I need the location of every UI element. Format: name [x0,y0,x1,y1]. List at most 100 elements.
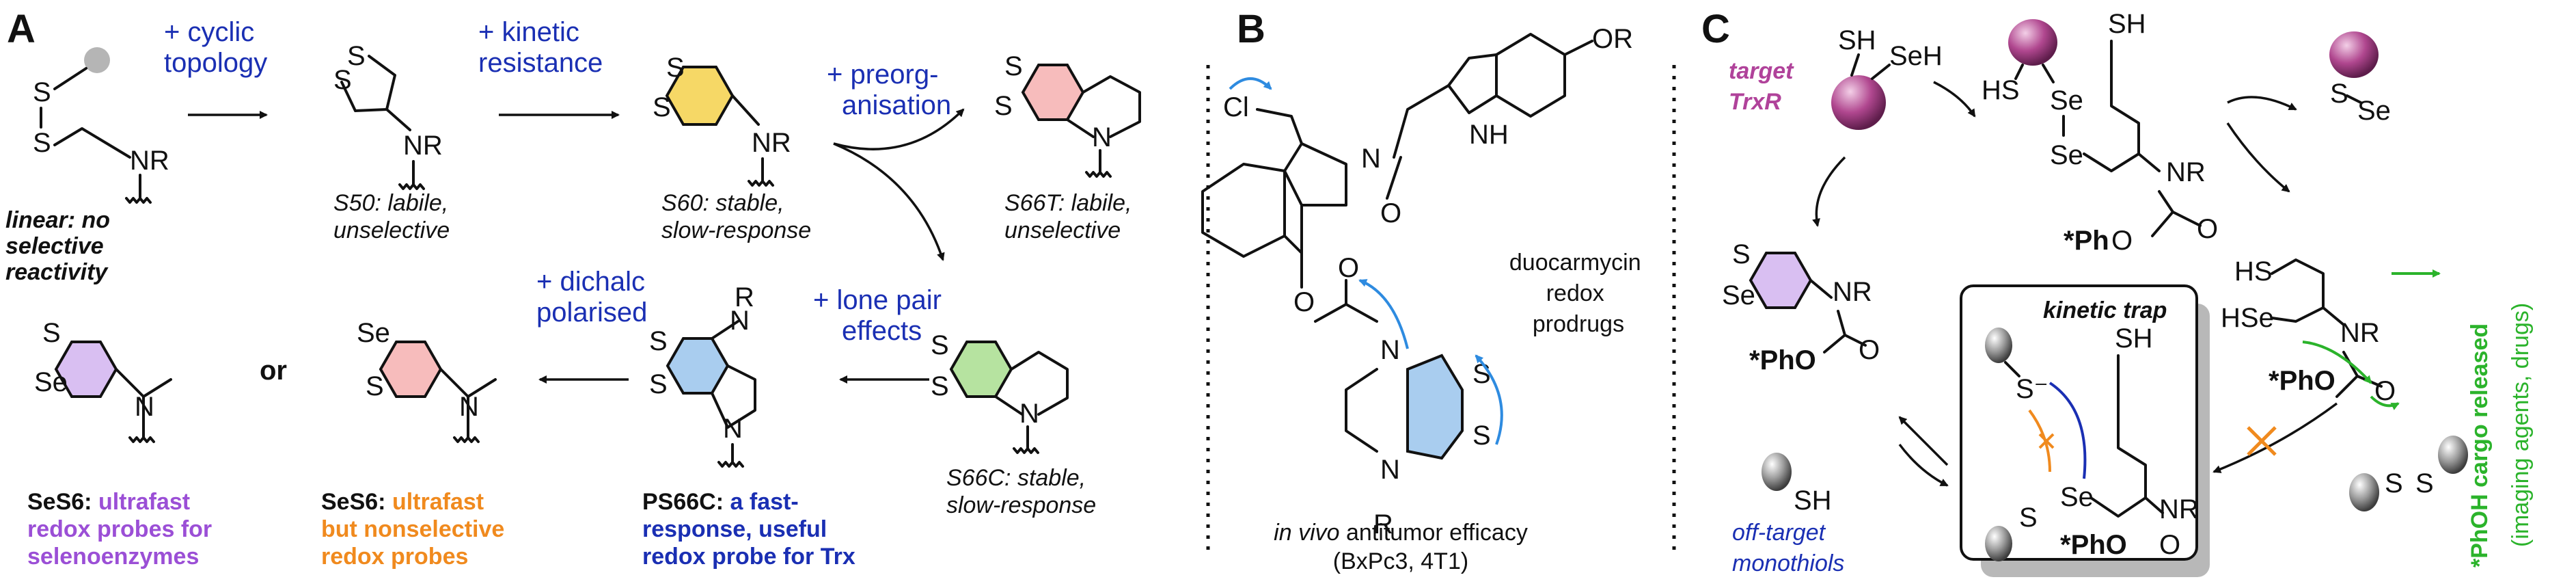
svg-text:N: N [459,392,479,422]
disulfide-byproduct: S S [2349,436,2468,511]
svg-text:NR: NR [1833,277,1872,307]
svg-text:S: S [666,53,685,83]
svg-text:N: N [1380,455,1400,485]
svg-text:R: R [735,282,754,312]
svg-text:S: S [33,128,51,158]
kinetic-trap-label: kinetic trap [2043,297,2167,323]
svg-text:NR: NR [2340,318,2380,348]
svg-text:HS: HS [2234,256,2273,287]
s66c-molecule: S S N [931,330,1069,454]
trap-arrow [2049,382,2087,479]
svg-text:O: O [2111,226,2133,256]
svg-text:R: R [1373,509,1393,540]
svg-text:Cl: Cl [1223,92,1249,122]
step-preorg-label: + preorg- anisation [827,59,951,120]
arrow-to-s66t [833,108,965,150]
ps66c-molecule: N R N S S [649,282,756,468]
svg-text:S: S [366,371,384,401]
svg-text:HS: HS [1982,75,2020,105]
target-trxr-label: target TrxR [1729,58,1800,115]
release-arrow [2212,402,2338,473]
step-dichalc-label: + dichalc polarised [536,267,653,328]
svg-text:Se: Se [357,318,390,348]
eq-arrow-5 [1898,443,1949,487]
blocked-cross-2 [2247,426,2277,456]
svg-text:S: S [1732,239,1751,269]
svg-text:NR: NR [752,128,791,158]
svg-text:O: O [2197,214,2218,244]
step-lone-pair-label: + lone pair effects [813,285,949,346]
svg-text:S: S [649,369,668,399]
svg-text:Se: Se [1722,280,1755,310]
svg-text:S: S [1472,421,1491,451]
svg-text:N: N [730,306,750,336]
ses6-pink-molecule: Se S N [357,318,497,443]
ses6-orange-desc: but nonselective redox probes [321,516,511,570]
blocked-cross [2038,433,2055,449]
svg-text:S: S [649,326,668,356]
svg-text:N: N [1092,122,1112,152]
eq-arrow-1 [1933,81,1976,118]
svg-text:*PhO: *PhO [1749,345,1816,375]
svg-text:S: S [347,41,366,71]
ps66c-desc: response, useful redox probe for Trx [642,516,855,570]
svg-text:N: N [723,414,743,444]
svg-text:NR: NR [403,131,443,161]
ses6-purple-label: SeS6: ultrafast [27,489,190,515]
svg-text:SH: SH [1838,25,1876,55]
svg-text:Se: Se [34,367,68,397]
trxr-reduced: SH SeH [1831,25,1943,130]
step-kinetic-label: + kinetic resistance [478,17,603,78]
svg-text:O: O [2159,530,2180,560]
green-curly-arrow-1 [2302,341,2372,384]
svg-text:SH: SH [2115,323,2153,354]
svg-text:S: S [931,330,949,360]
svg-text:N: N [1019,399,1039,429]
svg-text:Se: Se [2357,96,2391,126]
eq-arrow-6 [1898,416,1949,466]
trxr-adduct: HS Se Se SH NR O *Ph O [1982,9,2218,256]
svg-text:S: S [2019,503,2038,533]
svg-text:S: S [333,65,352,95]
reduced-probe: HS HSe NR O *PhO [2221,256,2396,406]
eq-arrow-4 [2226,122,2290,193]
linear-molecule: S S NR [33,47,169,204]
arrow-to-s66c [833,142,945,261]
ses6-purple-molecule: S Se N [34,318,172,443]
svg-text:OR: OR [1592,24,1633,54]
ses6-orange-label: SeS6: ultrafast [321,489,484,515]
svg-text:N: N [1361,144,1381,174]
eq-arrow-2 [1812,156,1846,227]
svg-text:NH: NH [1469,120,1509,150]
svg-text:SeH: SeH [1889,41,1943,71]
s66c-label: S66C: stable, slow-response [946,465,1096,518]
svg-text:HSe: HSe [2221,303,2274,333]
svg-text:Se: Se [2050,140,2083,170]
svg-text:*PhO: *PhO [2060,530,2127,560]
curly-arrow-1 [1229,77,1272,90]
panel-b-caption: duocarmycin redox prodrugs [1509,250,1647,337]
panel-b-label: B [1237,7,1265,51]
svg-text:O: O [1859,335,1880,365]
cargo-released-label: *PhOH cargo released [2467,323,2493,568]
duocarmycin-structure: OR NH O N Cl O O N N R S S [1201,24,1633,540]
s50-molecule: S S NR [333,41,443,190]
ses6-purple-desc: redox probes for selenoenzymes [27,516,219,570]
panel-a-label: A [7,7,36,51]
in-vivo-caption: in vivo antitumor efficacy [1274,520,1528,546]
svg-text:S: S [2330,79,2348,109]
s66t-label: S66T: labile, unselective [1004,190,1138,243]
s50-label: S50: labile, unselective [333,190,455,243]
svg-text:Se: Se [2050,85,2083,116]
svg-text:S: S [33,77,51,107]
svg-text:*Ph: *Ph [2064,226,2109,256]
svg-text:S: S [2415,468,2434,498]
svg-text:O: O [1338,253,1359,283]
svg-text:S: S [1004,51,1023,81]
svg-text:O: O [1293,287,1315,317]
cell-lines: (BxPc3, 4T1) [1333,548,1468,574]
svg-text:S⁻: S⁻ [2016,374,2049,404]
svg-text:NR: NR [2166,157,2206,187]
off-target-thiol: SH [1762,453,1832,516]
